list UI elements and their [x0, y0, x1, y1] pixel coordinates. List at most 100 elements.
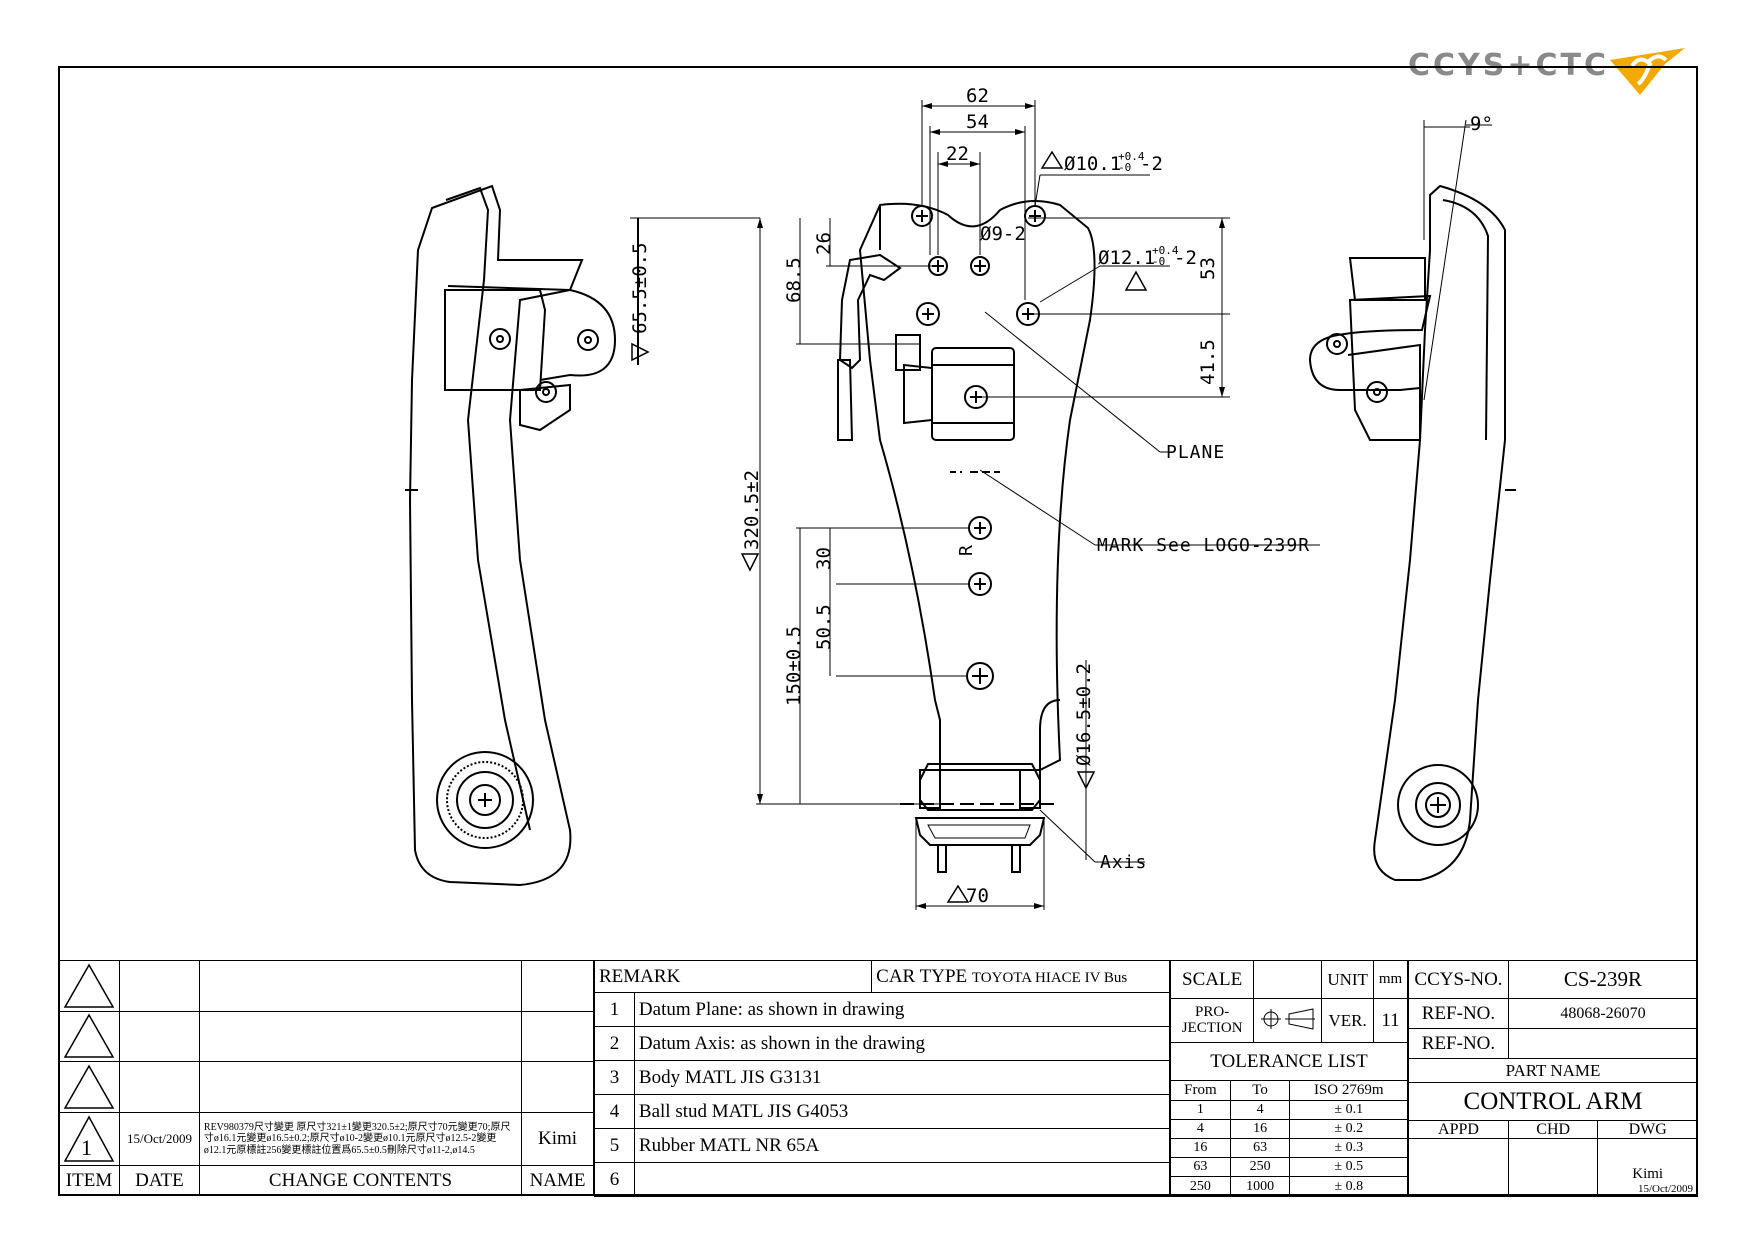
hole1-callout: Ø10.1 +0.4 -0 -2 — [1040, 150, 1163, 175]
svg-text:+0.4: +0.4 — [1152, 244, 1179, 257]
projection-symbol-icon — [1253, 998, 1323, 1043]
dim-68-5: 68.5 — [783, 257, 805, 303]
ccys-no-value: CS-239R — [1507, 960, 1699, 999]
car-type-value: TOYOTA HIACE IV Bus — [971, 970, 1128, 986]
left-side-view — [405, 184, 760, 887]
tol-from: 4 — [1170, 1119, 1231, 1139]
rev-date — [119, 1061, 200, 1113]
dimension-lines — [756, 100, 1320, 910]
dwg-label: DWG — [1597, 1120, 1698, 1139]
ver-value: 11 — [1373, 998, 1408, 1043]
chd-label: CHD — [1507, 1120, 1599, 1139]
svg-text:Ø16.5±0.2: Ø16.5±0.2 — [1073, 663, 1095, 766]
arrowheads — [757, 103, 1225, 909]
ver-label: VER. — [1321, 998, 1375, 1043]
svg-text:150±0.5: 150±0.5 — [783, 626, 805, 706]
appd-sign — [1408, 1138, 1509, 1197]
svg-text:50.5: 50.5 — [813, 604, 835, 650]
tol-header-iso: ISO 2769m — [1289, 1080, 1408, 1101]
remark-no: 2 — [594, 1026, 635, 1061]
rev-name: Kimi — [521, 1111, 594, 1166]
remark-no: 5 — [594, 1128, 635, 1163]
svg-text:26: 26 — [813, 232, 835, 255]
plane-label: PLANE — [1166, 442, 1225, 463]
tol-from: 16 — [1170, 1138, 1231, 1158]
header-change-contents: CHANGE CONTENTS — [198, 1164, 523, 1197]
unit-label: UNIT — [1321, 960, 1375, 999]
dwg-by: Kimi — [1632, 1165, 1664, 1182]
right-side-view — [1308, 119, 1516, 881]
rev-name — [521, 1010, 594, 1063]
svg-text:30: 30 — [813, 547, 835, 570]
remark-text: Datum Axis: as shown in the drawing — [633, 1026, 1171, 1061]
axis-label: Axis — [1100, 852, 1147, 873]
svg-text:53: 53 — [1197, 257, 1219, 280]
remark-text: Rubber MATL NR 65A — [633, 1128, 1171, 1163]
remark-no: 3 — [594, 1060, 635, 1095]
svg-text:R: R — [956, 544, 977, 556]
header-item: ITEM — [58, 1164, 120, 1197]
mark-label: MARK See LOGO-239R — [1097, 535, 1310, 556]
svg-text:Ø12.1: Ø12.1 — [1098, 247, 1155, 269]
part-name-label: PART NAME — [1408, 1058, 1698, 1083]
angle-9: 9° — [1470, 113, 1493, 135]
spec-table: SCALE UNIT mm PRO- JECTION VER. 11 — [1169, 960, 1408, 1043]
remark-text: Body MATL JIS G3131 — [633, 1060, 1171, 1095]
dim-70: 70 — [946, 884, 989, 907]
dwg-sign: Kimi 15/Oct/2009 — [1597, 1138, 1698, 1197]
rev-contents — [198, 960, 523, 1012]
svg-text:41.5: 41.5 — [1197, 339, 1219, 385]
projection-label: PRO- JECTION — [1169, 998, 1255, 1043]
dim-50-5: 50.5 — [813, 604, 835, 650]
svg-text:Ø10.1: Ø10.1 — [1064, 153, 1121, 175]
tol-to: 250 — [1229, 1157, 1291, 1177]
svg-text:68.5: 68.5 — [783, 257, 805, 303]
rev-contents: REV980379尺寸變更 原尺寸321±1變更320.5±2;原尺寸70元變更… — [198, 1111, 523, 1166]
rev-date — [119, 1010, 200, 1063]
revision-triangle-1: 1 — [58, 1111, 120, 1166]
svg-text:-2: -2 — [1174, 247, 1197, 269]
dim-65-5-label: 65.5±0.5 — [629, 242, 651, 334]
dim-54: 54 — [966, 111, 989, 133]
svg-text:320.5±2: 320.5±2 — [741, 470, 763, 550]
hole3-callout: Ø12.1 +0.4 -0 -2 — [1098, 244, 1197, 291]
tol-to: 63 — [1229, 1138, 1291, 1158]
rev-name — [521, 960, 594, 1012]
dim-22: 22 — [946, 143, 969, 165]
car-type-label: CAR TYPE — [876, 966, 968, 987]
appd-label: APPD — [1408, 1120, 1509, 1139]
chd-sign — [1507, 1138, 1599, 1197]
title-block: CCYS-NO. CS-239R REF-NO. 48068-26070 REF… — [1408, 960, 1699, 1197]
tolerance-title: TOLERANCE LIST — [1170, 1042, 1408, 1081]
company-logo: CCYS+CTC — [1400, 40, 1700, 110]
svg-text:+0.4: +0.4 — [1118, 150, 1145, 163]
tol-to: 1000 — [1229, 1176, 1291, 1197]
ref-no-value: 48068-26070 — [1507, 998, 1699, 1029]
dim-26: 26 — [813, 232, 835, 255]
part-name-value: CONTROL ARM — [1408, 1082, 1698, 1121]
rev-date: 15/Oct/2009 — [119, 1111, 200, 1166]
header-date: DATE — [119, 1164, 200, 1197]
dim-53: 53 — [1197, 257, 1219, 280]
revision-table: 1 15/Oct/2009 REV980379尺寸變更 原尺寸321±1變更32… — [58, 960, 594, 1197]
center-front-view — [837, 200, 1096, 873]
ref-no2-value — [1507, 1028, 1699, 1059]
rev-date — [119, 960, 200, 1012]
svg-text:65.5±0.5: 65.5±0.5 — [629, 242, 651, 334]
logo-mark-icon — [1610, 48, 1685, 95]
dim-41-5: 41.5 — [1197, 339, 1219, 385]
unit-value: mm — [1373, 960, 1408, 999]
hole2-callout: Ø9-2 — [980, 223, 1026, 245]
tol-value: ± 0.2 — [1289, 1119, 1408, 1139]
remark-text: Ball stud MATL JIS G4053 — [633, 1094, 1171, 1129]
header-name: NAME — [521, 1164, 594, 1197]
ref-no2-label: REF-NO. — [1408, 1028, 1509, 1059]
ref-no-label: REF-NO. — [1408, 998, 1509, 1029]
svg-text:70: 70 — [966, 885, 989, 907]
svg-text:-2: -2 — [1140, 153, 1163, 175]
tol-to: 4 — [1229, 1100, 1291, 1120]
tol-value: ± 0.1 — [1289, 1100, 1408, 1120]
revision-triangle — [58, 1010, 120, 1063]
car-type-cell: CAR TYPE TOYOTA HIACE IV Bus — [871, 960, 1170, 993]
